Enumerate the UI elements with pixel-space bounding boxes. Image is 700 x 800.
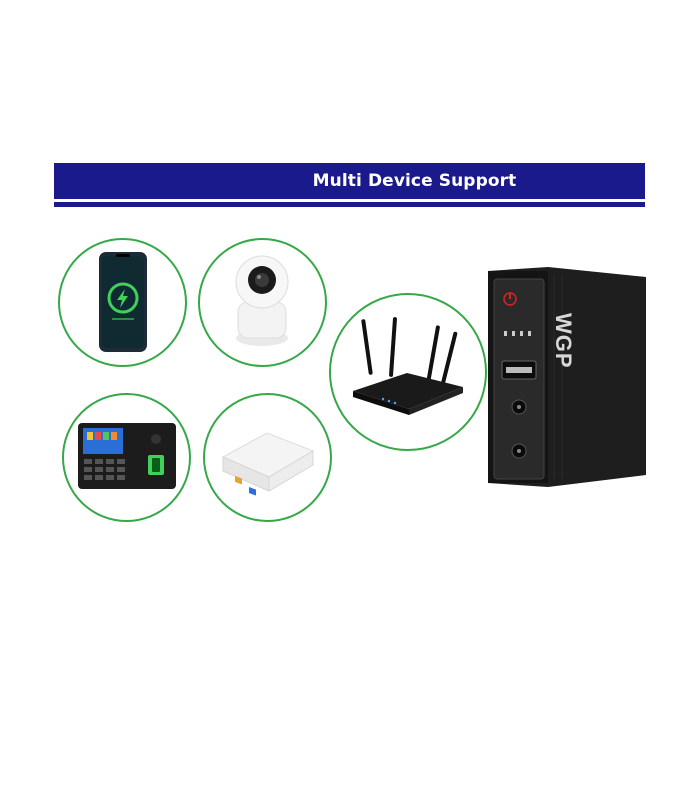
fingerprint-terminal-icon (78, 423, 176, 489)
mini-ups-unit: WGP (488, 265, 646, 490)
title-banner: Multi Device Support (54, 163, 645, 199)
router-icon (353, 317, 463, 415)
modem-circle (203, 393, 332, 522)
camera-circle (198, 238, 327, 367)
attendance-circle (62, 393, 191, 522)
ups-brand-text: WGP (551, 313, 576, 369)
banner-underline (54, 202, 645, 207)
smartphone-charging-icon (99, 252, 147, 352)
ups-brand-logo: WGP (550, 313, 576, 369)
banner-title: Multi Device Support (312, 171, 517, 191)
ups-device-icon (488, 267, 646, 487)
modem-icon (221, 432, 315, 496)
camera-icon (235, 255, 289, 346)
smartphone-circle (58, 238, 187, 367)
router-circle (329, 293, 487, 451)
